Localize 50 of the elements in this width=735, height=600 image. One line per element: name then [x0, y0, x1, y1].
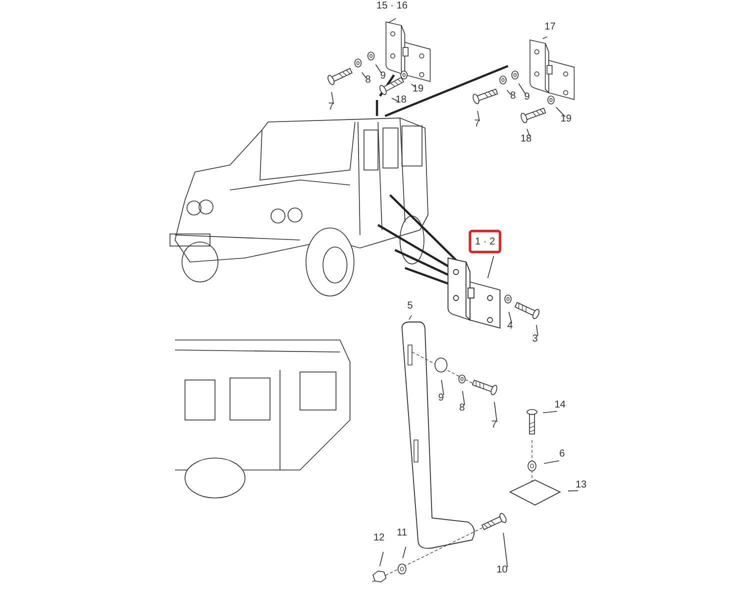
leader-line	[542, 411, 558, 414]
callout-number: 12	[372, 532, 386, 544]
leader-line	[508, 312, 512, 324]
callout-number: 4	[506, 320, 514, 332]
leader-line	[388, 18, 396, 23]
leader-line	[526, 128, 530, 137]
callout-number: 13	[574, 480, 588, 490]
callout-number: 5	[406, 300, 414, 312]
callout-number: 9	[523, 92, 531, 102]
callout-number: 6	[558, 448, 566, 460]
leader-line	[568, 490, 578, 492]
leader-line	[462, 390, 466, 406]
leader-line	[402, 546, 406, 558]
callout-number: 3	[531, 334, 539, 344]
leader-line	[477, 110, 480, 122]
leader-line	[487, 256, 494, 278]
leader-line	[544, 460, 560, 464]
leader-line	[361, 72, 367, 78]
leader-line	[518, 83, 526, 95]
callout-number: 15 · 16	[375, 0, 409, 12]
callout-number: 7	[473, 118, 481, 130]
callout-number: 9	[437, 392, 445, 404]
leader-line	[331, 92, 334, 104]
leader-line	[502, 532, 508, 568]
callout-number: 14	[553, 400, 567, 410]
callout-number: 8	[509, 90, 517, 102]
callout-number: 17	[543, 22, 557, 32]
leader-line	[441, 380, 444, 396]
callout-number: 7	[490, 420, 498, 430]
callout-number: 9	[379, 70, 387, 82]
leader-line	[379, 552, 384, 566]
callout-number: 19	[411, 84, 425, 94]
leader-line	[391, 98, 399, 102]
callout-number: 8	[364, 74, 372, 86]
leader-line	[408, 315, 412, 320]
leader-line	[410, 83, 416, 88]
callout-number: 1 · 2	[474, 236, 496, 248]
callout-number: 8	[458, 402, 466, 414]
callout-number: 7	[327, 102, 335, 112]
callout-number: 18	[394, 94, 408, 106]
leader-line	[506, 90, 512, 96]
callout-number: 10	[495, 564, 509, 576]
leader-line	[375, 64, 382, 74]
callout-number: 11	[396, 528, 408, 538]
callout-number: 19	[559, 114, 573, 124]
leader-line	[494, 402, 498, 422]
leader-line	[556, 106, 566, 118]
leader-line	[542, 36, 548, 40]
callout-number: 18	[519, 134, 533, 144]
leader-line	[536, 324, 538, 336]
